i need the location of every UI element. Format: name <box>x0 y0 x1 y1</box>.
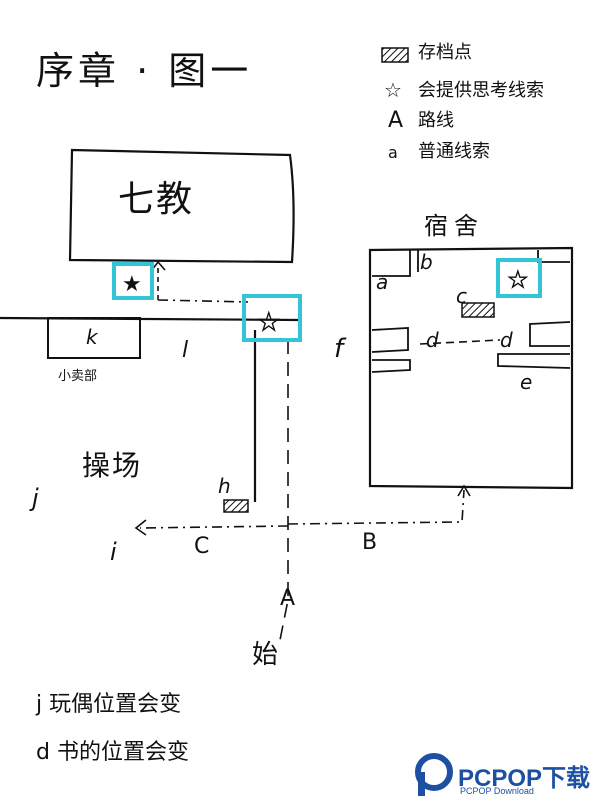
canteen-letter: k <box>86 325 98 349</box>
route-label-C: C <box>194 534 210 559</box>
logo-main-text: PCPOP下载 <box>458 765 591 792</box>
pcpop-logo-icon <box>415 753 453 796</box>
star-dorm: ★ <box>508 268 528 293</box>
main-road-line <box>0 316 301 322</box>
canteen-label: 小卖部 <box>58 369 98 384</box>
route-A-vertical <box>279 340 289 641</box>
legend-save-label: 存档点 <box>418 42 472 63</box>
legend-star-icon: ☆ <box>384 78 402 102</box>
logo-sub-text: PCPOP Download <box>460 786 534 796</box>
star-road: ★ <box>258 308 280 336</box>
dorm-corridor-right <box>529 321 571 347</box>
legend-route-label: 路线 <box>418 110 454 131</box>
pcpop-logo: PCPOP下载 PCPOP Download <box>412 752 598 802</box>
point-j: j <box>32 484 39 512</box>
field-label: 操场 <box>82 449 143 482</box>
route-label-A: A <box>280 586 296 611</box>
page-title: 序章 · 图一 <box>36 49 253 93</box>
route-to-teaching <box>157 299 249 303</box>
route-arrow-left <box>134 519 147 536</box>
dorm-corridor-right2 <box>497 353 571 369</box>
point-c: c <box>456 284 467 308</box>
teaching-building <box>68 148 295 264</box>
point-h: h <box>218 474 231 498</box>
save-point-c <box>461 302 495 318</box>
point-d-right: d <box>500 328 513 352</box>
point-b: b <box>420 250 433 274</box>
dorm-room-top-right <box>537 250 570 263</box>
legend-route-mark: A <box>388 108 404 133</box>
route-B-horizontal <box>287 489 465 525</box>
teaching-building-label: 七教 <box>118 179 195 220</box>
note-j: j 玩偶位置会变 <box>36 692 182 717</box>
save-point-h <box>223 499 249 513</box>
note-d: d 书的位置会变 <box>36 740 189 765</box>
dorm-corridor-left <box>371 327 409 353</box>
legend-normal-label: 普通线索 <box>418 141 490 162</box>
dorm-room-a <box>372 250 411 277</box>
point-e: e <box>520 370 533 394</box>
legend-save-icon <box>381 47 409 63</box>
dorm-building <box>368 246 574 490</box>
dorm-label: 宿舍 <box>424 212 484 240</box>
point-i: i <box>110 538 117 566</box>
legend-star-label: 会提供思考线索 <box>418 80 544 101</box>
clue-box-road <box>242 294 302 342</box>
dorm-d-link <box>419 339 501 345</box>
point-d-left: d <box>426 328 439 352</box>
route-arrow-up <box>457 484 471 497</box>
point-f: f <box>334 334 344 364</box>
clue-box-teaching <box>112 262 154 300</box>
point-l: l <box>182 338 189 363</box>
dorm-corridor-left2 <box>371 359 411 373</box>
legend-small-mark: a <box>388 143 398 162</box>
route-label-B: B <box>362 530 378 555</box>
point-a: a <box>376 270 389 294</box>
route-C-horizontal <box>139 525 289 529</box>
clue-box-dorm <box>496 258 542 298</box>
star-teaching: ★ <box>122 272 142 297</box>
start-label: 始 <box>252 640 279 670</box>
